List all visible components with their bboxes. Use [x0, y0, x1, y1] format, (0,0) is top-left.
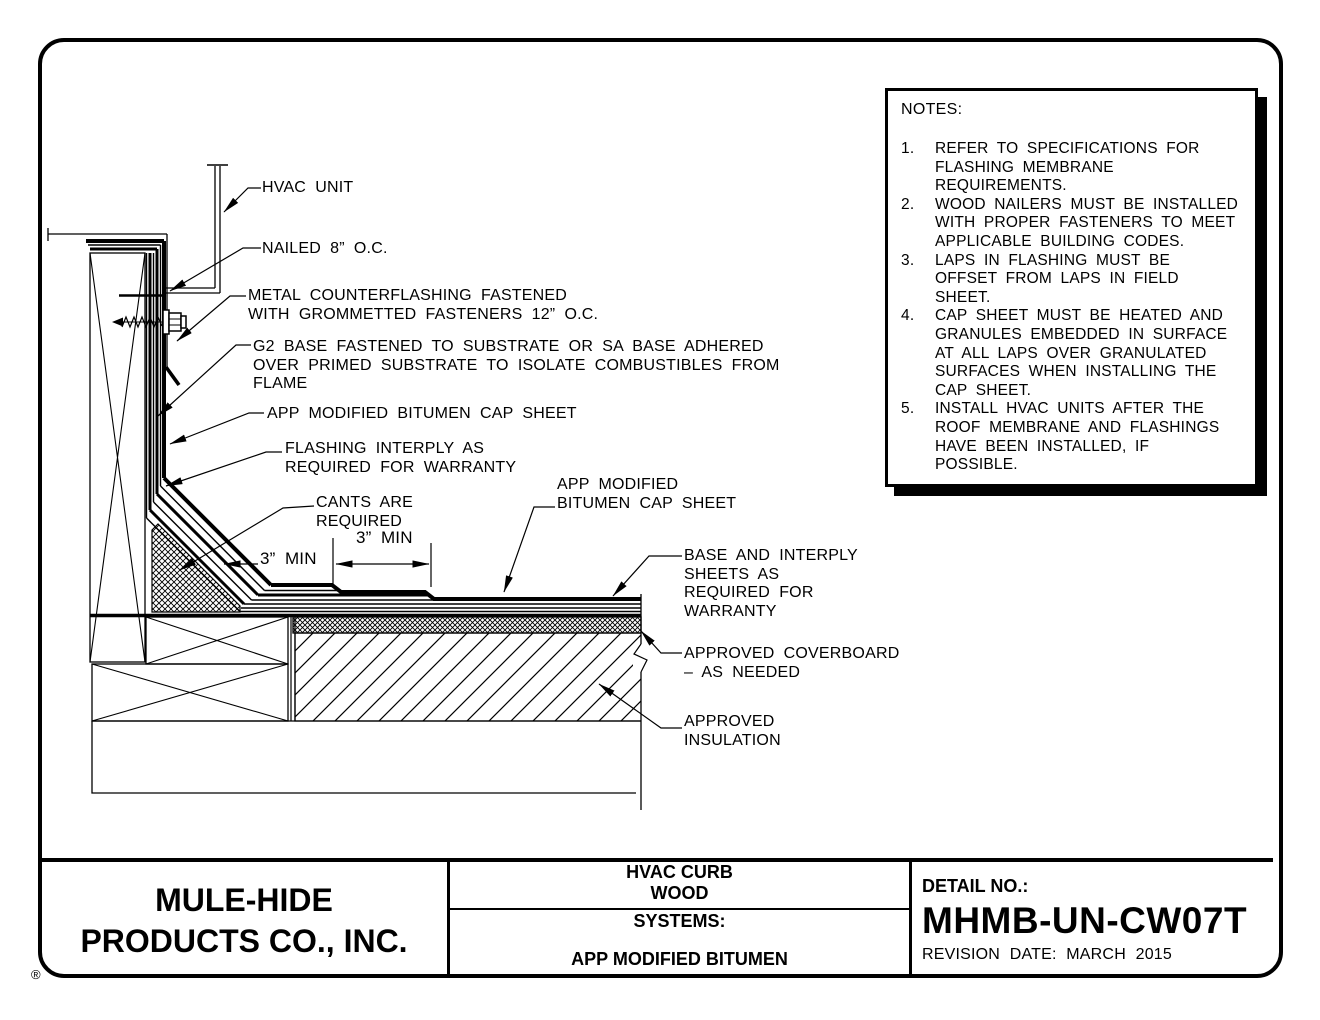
note-item: 2. WOOD NAILERS MUST BE INSTALLED WITH P…	[901, 196, 1243, 252]
leader-base-interply	[612, 555, 682, 597]
structure-lines	[47, 164, 649, 810]
note-text: LAPS IN FLASHING MUST BE OFFSET FROM LAP…	[935, 251, 1179, 306]
note-number: 5.	[901, 400, 915, 418]
notes-box: NOTES: 1. REFER TO SPECIFICATIONS FOR FL…	[885, 88, 1258, 487]
note-number: 4.	[901, 307, 915, 325]
callout-cants: CANTS ARE REQUIRED	[316, 494, 413, 530]
callout-base-interply: BASE AND INTERPLY SHEETS AS REQUIRED FOR…	[684, 547, 858, 620]
callout-counterflashing: METAL COUNTERFLASHING FASTENED WITH GROM…	[248, 287, 599, 323]
callout-flashing-interply: FLASHING INTERPLY AS REQUIRED FOR WARRAN…	[285, 440, 517, 476]
leader-g2-base	[157, 344, 251, 417]
company-line1: MULE-HIDE	[155, 882, 333, 918]
registered-trademark-icon: ®	[31, 967, 41, 982]
callout-cap-sheet-field: APP MODIFIED BITUMEN CAP SHEET	[557, 476, 737, 512]
note-number: 2.	[901, 195, 915, 213]
title-block-center-rule	[450, 908, 909, 910]
note-item: 4. CAP SHEET MUST BE HEATED AND GRANULES…	[901, 307, 1243, 400]
note-number: 3.	[901, 251, 915, 269]
sheet-border	[38, 38, 1283, 978]
dimension-lines	[223, 538, 432, 587]
notes-title: NOTES:	[901, 101, 963, 118]
note-text: WOOD NAILERS MUST BE INSTALLED WITH PROP…	[935, 195, 1239, 250]
dim-text-3min-b: 3” MIN	[356, 528, 413, 547]
note-number: 1.	[901, 140, 915, 157]
project-line2: WOOD	[650, 883, 709, 903]
leader-cants	[179, 505, 315, 571]
callout-insulation: APPROVED INSULATION	[684, 713, 781, 749]
callout-g2-base: G2 BASE FASTENED TO SUBSTRATE OR SA BASE…	[253, 338, 780, 392]
callout-cap-sheet-wall: APP MODIFIED BITUMEN CAP SHEET	[267, 405, 577, 422]
title-block-divider	[909, 861, 912, 975]
detail-number-cell: DETAIL NO.: MHMB-UN-CW07T REVISION DATE:…	[922, 862, 1272, 978]
project-cell: HVAC CURB WOOD SYSTEMS: APP MODIFIED BIT…	[450, 862, 909, 978]
note-item: 5. INSTALL HVAC UNITS AFTER THE ROOF MEM…	[901, 400, 1243, 474]
company-name: MULE-HIDE PRODUCTS CO., INC.	[44, 868, 444, 974]
callout-hvac-unit: HVAC UNIT	[262, 179, 354, 196]
note-text: INSTALL HVAC UNITS AFTER THE ROOF MEMBRA…	[935, 400, 1220, 474]
leader-cap-sheet-field	[503, 506, 555, 593]
leader-lines	[157, 187, 682, 729]
leader-nailed	[169, 247, 261, 292]
project-line1: HVAC CURB	[626, 862, 733, 882]
revision-date: REVISION DATE: MARCH 2015	[922, 946, 1172, 963]
system-name: APP MODIFIED BITUMEN	[571, 949, 788, 969]
leader-counterflashing	[176, 295, 246, 342]
note-text: REFER TO SPECIFICATIONS FOR FLASHING MEM…	[935, 140, 1200, 195]
leader-cap-sheet-wall	[169, 412, 264, 445]
detail-no-label: DETAIL NO.:	[922, 876, 1029, 896]
title-block-top-rule	[40, 858, 1273, 862]
leader-coverboard	[640, 630, 682, 654]
note-text: CAP SHEET MUST BE HEATED AND GRANULES EM…	[935, 307, 1228, 399]
callout-nailed: NAILED 8” O.C.	[262, 240, 388, 257]
dim-text-3min-a: 3” MIN	[260, 549, 317, 568]
note-item: 1. REFER TO SPECIFICATIONS FOR FLASHING …	[901, 140, 1243, 196]
title-block-divider	[447, 861, 450, 975]
leader-insulation	[598, 683, 682, 729]
detail-number: MHMB-UN-CW07T	[922, 900, 1248, 941]
note-item: 3. LAPS IN FLASHING MUST BE OFFSET FROM …	[901, 252, 1243, 308]
company-line2: PRODUCTS CO., INC.	[80, 923, 408, 959]
systems-label: SYSTEMS:	[633, 911, 726, 931]
leader-hvac-unit	[223, 187, 261, 213]
leader-flashing-interply	[165, 451, 282, 487]
callout-coverboard: APPROVED COVERBOARD – AS NEEDED	[684, 645, 900, 681]
